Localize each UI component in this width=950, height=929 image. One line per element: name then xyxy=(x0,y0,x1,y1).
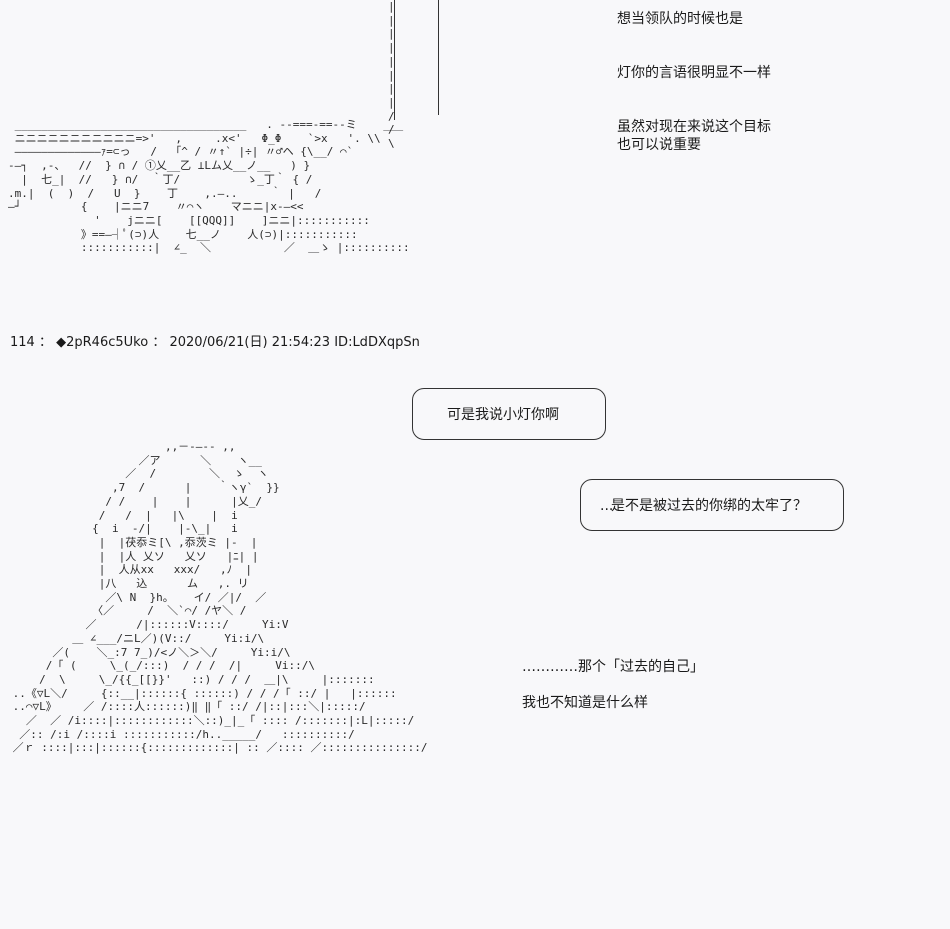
ascii-art-top: ___________________________________ . --… xyxy=(8,118,410,255)
speech-bubble-1-text: 可是我说小灯你啊 xyxy=(447,407,559,423)
post-separator-2: ： xyxy=(152,335,166,350)
post-separator: ： xyxy=(38,335,52,350)
post-date: 2020/06/21(日) 21:54:23 xyxy=(169,335,331,350)
narration-line-4: 也可以说重要 xyxy=(617,137,701,153)
narration-bottom-line-2: 我也不知道是什么样 xyxy=(522,695,648,711)
ascii-art-cliff: | | | | | | | | / / \ xyxy=(388,0,395,151)
narration-line-1: 想当领队的时候也是 xyxy=(617,11,743,27)
cliff-line-left xyxy=(394,0,395,120)
speech-bubble-2 xyxy=(580,479,844,531)
post-header: 114 ： ◆2pR46c5Uko ： 2020/06/21(日) 21:54:… xyxy=(10,335,420,351)
speech-bubble-2-lead: ... xyxy=(600,498,614,514)
cliff-line-right xyxy=(438,0,439,115)
narration-bottom-line-1: …………那个「过去的自己」 xyxy=(522,659,704,675)
post-trip: ◆2pR46c5Uko xyxy=(56,335,149,350)
post-number[interactable]: 114 xyxy=(10,335,35,350)
narration-line-2: 灯你的言语很明显不一样 xyxy=(617,65,771,81)
narration-line-3: 虽然对现在来说这个目标 xyxy=(617,119,771,135)
ascii-art-character: ,,－‐―‐- ,, ／ア ＼ ヽ__ ／ / ＼ ゝ ヽ ,7 / | ｀ヽγ… xyxy=(12,440,428,755)
post-id[interactable]: ID:LdDXqpSn xyxy=(334,335,420,350)
speech-bubble-1 xyxy=(412,388,606,440)
speech-bubble-2-text: 是不是被过去的你绑的太牢了？ xyxy=(611,498,807,514)
